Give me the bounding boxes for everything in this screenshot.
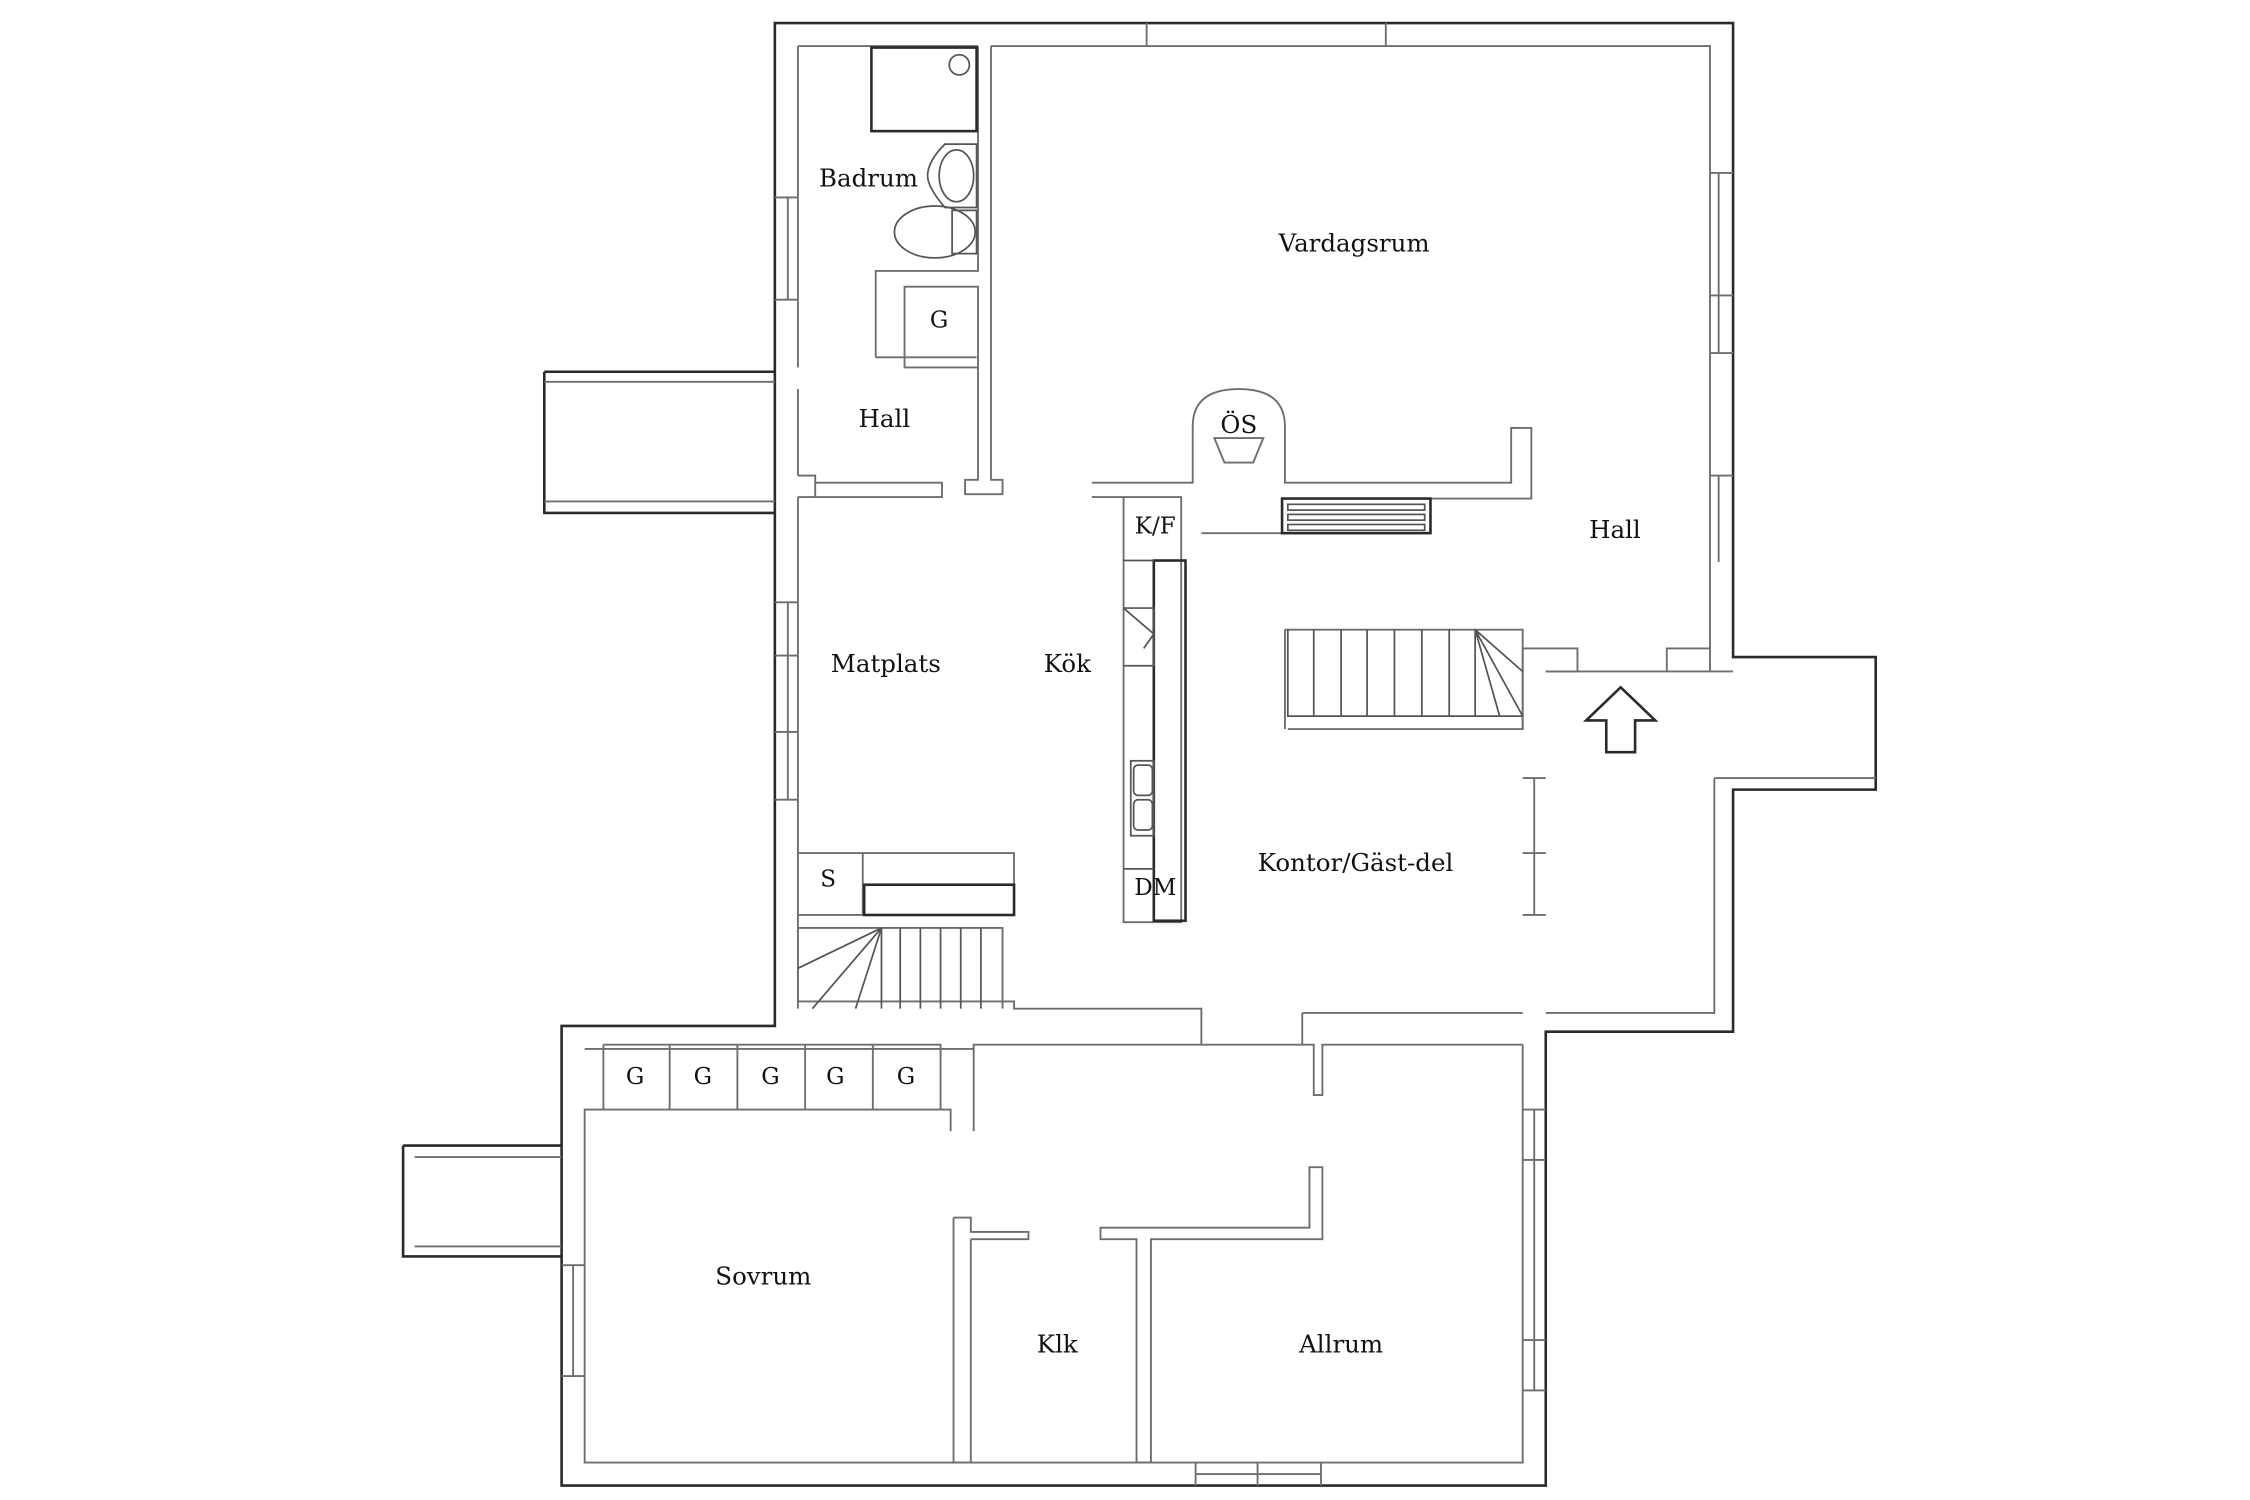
kitchen-sink-icon: [1129, 759, 1155, 837]
outer-walls: [560, 21, 1878, 1487]
room-label-matplats: Matplats: [831, 649, 941, 678]
radiator-icon: [1280, 497, 1432, 535]
room-label-s: S: [820, 866, 836, 892]
room-label-os: ÖS: [1220, 410, 1257, 439]
entrance-vestibule: [1287, 647, 1876, 1014]
storage-label: G: [897, 1064, 915, 1090]
shower-icon: [870, 46, 978, 133]
porch-left-upper: [543, 370, 775, 515]
storage-label: G: [930, 307, 948, 333]
room-label-kok: Kök: [1044, 649, 1091, 678]
room-labels: Badrum Vardagsrum Hall ÖS Hall K/F Matpl…: [626, 164, 1641, 1359]
room-label-sovrum: Sovrum: [715, 1262, 811, 1291]
toilet-icon: [893, 205, 977, 259]
room-label-badrum: Badrum: [819, 164, 918, 193]
interior-walls: [797, 46, 1533, 1464]
storage-label: G: [694, 1064, 712, 1090]
room-label-vardagsrum: Vardagsrum: [1278, 228, 1430, 257]
shower-drain-icon: [948, 53, 971, 76]
room-label-kontor: Kontor/Gäst-del: [1258, 848, 1454, 877]
sink-icon: [926, 143, 978, 209]
windows: [561, 23, 1734, 1486]
kitchen-counter: [1122, 559, 1187, 923]
storage-row: [602, 1043, 942, 1110]
room-label-dm: DM: [1134, 875, 1176, 901]
storage-counter-s: [797, 852, 1016, 917]
storage-label: G: [826, 1064, 844, 1090]
room-label-klk: Klk: [1037, 1329, 1078, 1358]
storage-label: G: [761, 1064, 779, 1090]
storage-label: G: [626, 1064, 644, 1090]
room-label-hall-upper: Hall: [859, 404, 911, 433]
entrance-arrow-icon: [1582, 685, 1659, 754]
room-label-allrum: Allrum: [1298, 1329, 1383, 1358]
stairs-lower-left: [796, 927, 1004, 1010]
porch-left-lower: [401, 1144, 562, 1258]
bathroom-fixtures: [870, 46, 978, 259]
room-label-hall-right: Hall: [1589, 515, 1641, 544]
stairs-center: [1286, 629, 1524, 718]
room-label-kf: K/F: [1135, 513, 1176, 539]
